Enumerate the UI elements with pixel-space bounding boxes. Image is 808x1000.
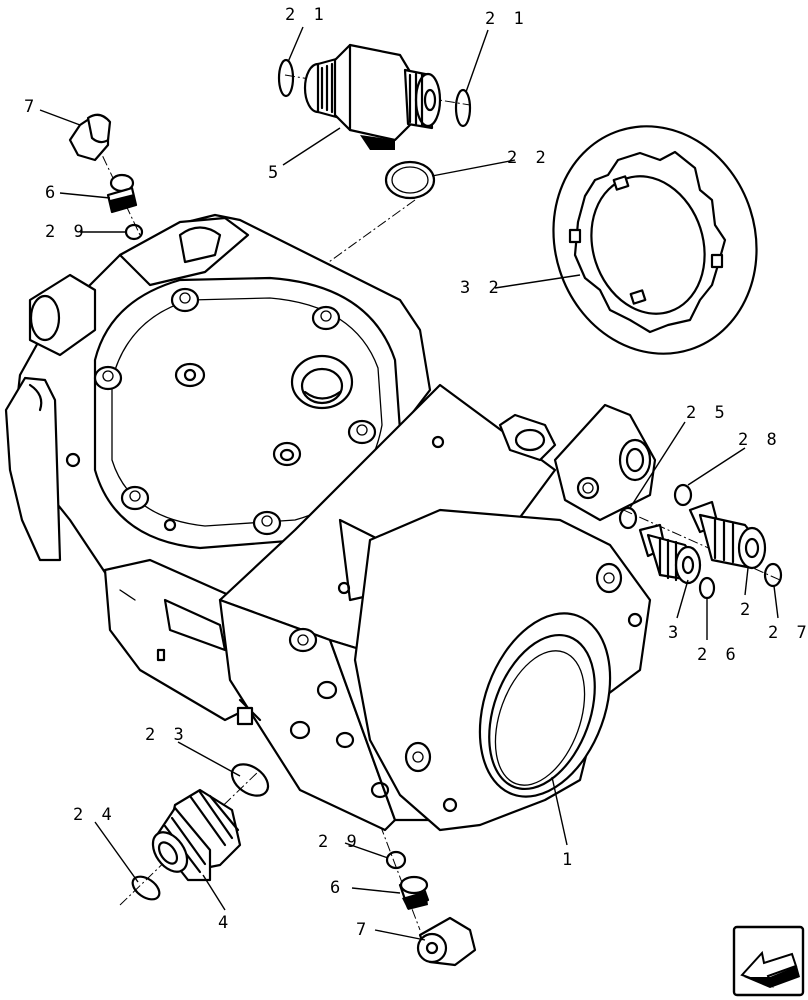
callout-23: 2 3 (145, 725, 188, 745)
coupling-ring (552, 125, 758, 355)
seal-29-bottom (385, 850, 407, 870)
seal-24 (131, 875, 161, 901)
callout-1: 1 (562, 850, 576, 870)
seal-28 (673, 483, 693, 507)
callout-6-top: 6 (45, 183, 59, 203)
callout-labels: 2 1 2 1 5 2 2 7 6 2 9 3 2 2 5 2 8 3 2 2 … (24, 5, 808, 940)
cover-bolts (93, 287, 377, 536)
callout-7-bottom: 7 (356, 920, 370, 940)
callout-21-right: 2 1 (485, 9, 528, 29)
seal-29-top (124, 223, 144, 241)
fitting-3 (638, 523, 702, 585)
callout-7-top: 7 (24, 97, 38, 117)
plug-6-top (106, 173, 138, 214)
callout-27: 2 7 (768, 623, 808, 643)
callout-5: 5 (268, 163, 282, 183)
callout-28: 2 8 (738, 430, 781, 450)
mounting-flange (353, 403, 657, 832)
callout-25: 2 5 (686, 403, 729, 423)
callout-29-bottom: 2 9 (318, 832, 361, 852)
leader-lines (39, 26, 779, 941)
o-ring-21a (277, 58, 295, 98)
callout-3: 3 (668, 623, 682, 643)
seal-27 (763, 562, 783, 588)
callout-21-left: 2 1 (285, 5, 328, 25)
fitting-2 (688, 500, 767, 570)
plug-6-bottom (398, 875, 430, 910)
seal-26 (698, 576, 716, 600)
callout-29-top: 2 9 (45, 222, 88, 242)
callout-2: 2 (740, 600, 754, 620)
callout-22: 2 2 (507, 148, 550, 168)
plug-cap-7-top (68, 113, 112, 162)
seal-25 (618, 506, 638, 530)
callout-32: 3 2 (460, 278, 503, 298)
callout-6-bottom: 6 (330, 878, 344, 898)
fitting-4 (151, 788, 242, 882)
callout-26: 2 6 (697, 645, 740, 665)
pump-housing (4, 213, 432, 722)
seal-23 (230, 763, 270, 797)
previous-page-arrow-icon[interactable] (732, 925, 805, 997)
fitting-5 (303, 43, 442, 150)
plug-cap-7-bottom (416, 916, 477, 967)
callout-24: 2 4 (73, 805, 116, 825)
o-ring-21b (454, 88, 472, 128)
callout-4: 4 (218, 913, 232, 933)
o-ring-22 (384, 160, 436, 200)
